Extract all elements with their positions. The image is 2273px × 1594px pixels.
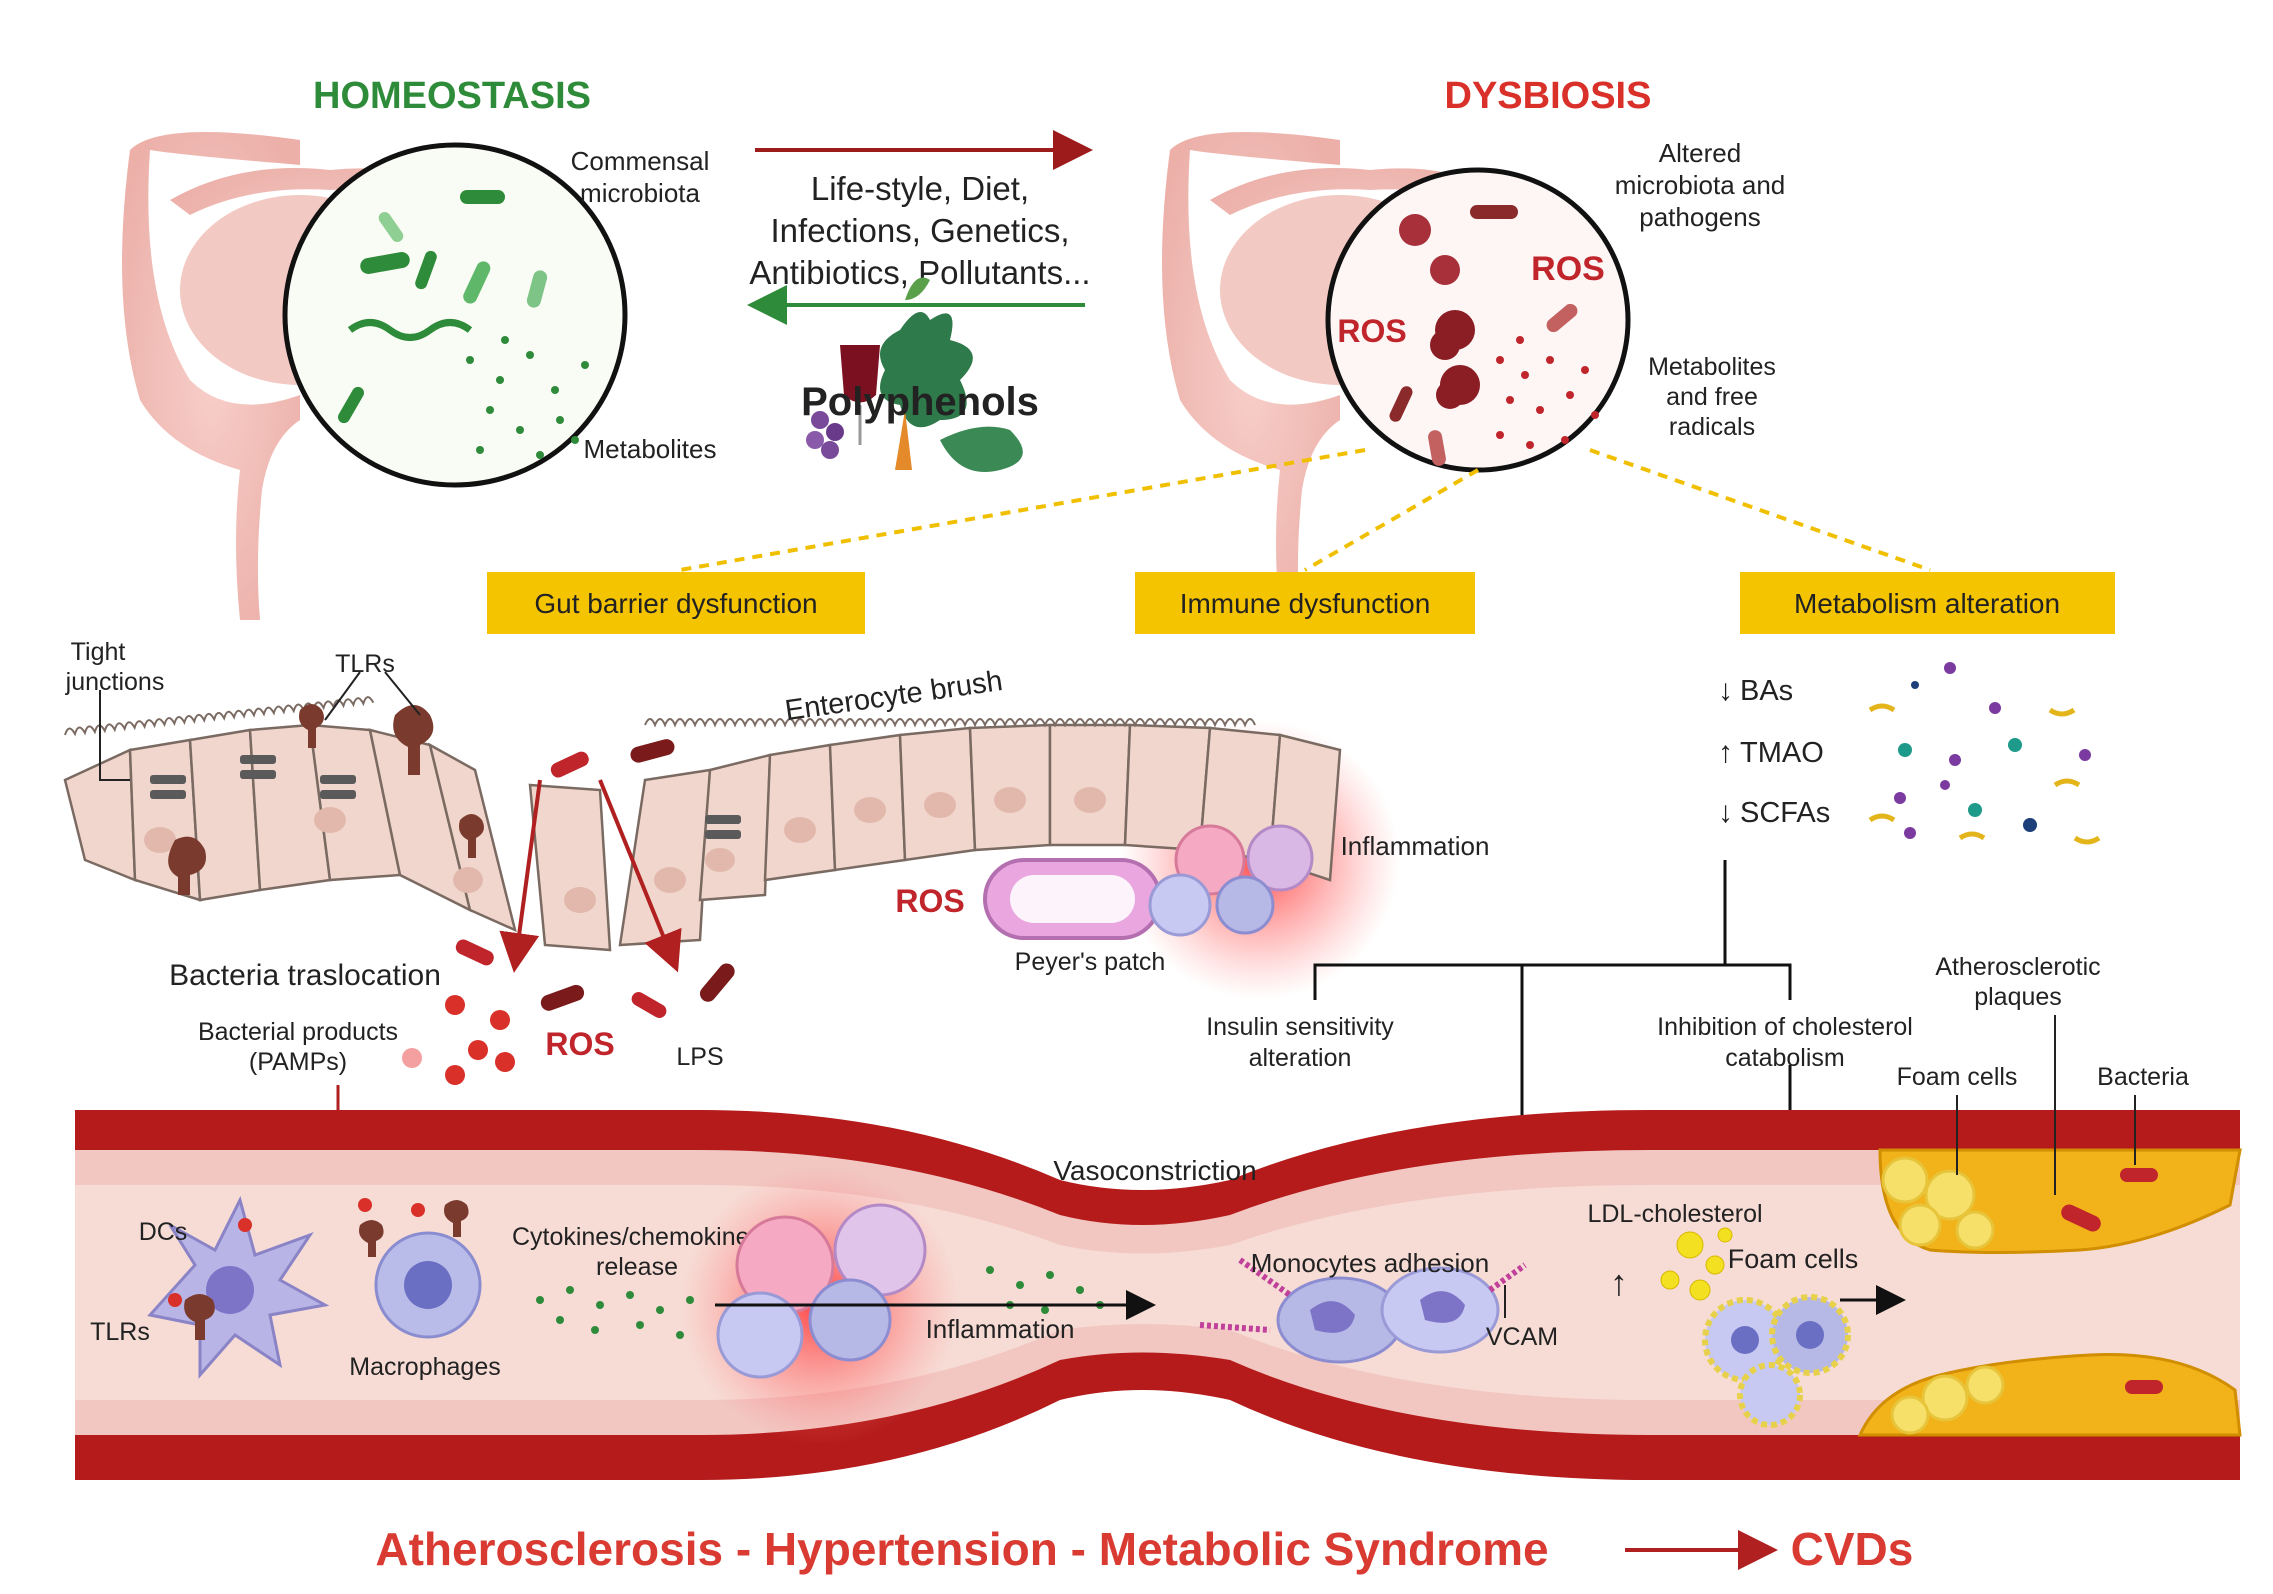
immune-label: Immune dysfunction: [1180, 588, 1431, 619]
gut-barrier-box: [487, 572, 865, 634]
vcam-molecules: [1199, 1257, 1527, 1333]
foam-cells-label: Foam cells: [1728, 1244, 1859, 1274]
pathogens-icon: [1389, 205, 1578, 466]
tlr-pointer-1: [324, 671, 361, 721]
monocytes-icon: [1276, 1266, 1500, 1364]
homeostasis-magnifier: [282, 142, 628, 488]
plaque-foam-cells: [1881, 1156, 2005, 1435]
commensal-label-1: Commensal: [571, 146, 710, 176]
translocating-bacteria-icons: [455, 739, 735, 1018]
translocation-arrow-2: [598, 779, 682, 973]
immune-box: [1135, 572, 1475, 634]
insulin-label-2: alteration: [1249, 1044, 1352, 1072]
foam-cells-icon: [1702, 1294, 1851, 1428]
inflammation-gut-label: Inflammation: [1341, 831, 1490, 861]
ldl-label: LDL-cholesterol: [1587, 1200, 1762, 1228]
tight-junction-icons: [150, 755, 741, 839]
metabolites-left-label: Metabolites: [584, 434, 717, 464]
metabolites-dots-left: [466, 336, 589, 459]
macrophage-icon: [374, 1231, 482, 1339]
scfas-arrow-icon: ↓: [1718, 796, 1733, 829]
plaque-bacteria-1: [2061, 1204, 2101, 1232]
monocytes-label: Monocytes adhesion: [1251, 1248, 1489, 1278]
plaques-label-2: plaques: [1974, 983, 2062, 1011]
cholesterol-label-1: Inhibition of cholesterol: [1657, 1013, 1913, 1041]
vasoconstriction-label: Vasoconstriction: [1053, 1155, 1256, 1186]
factors-line-2: Infections, Genetics,: [771, 212, 1070, 249]
tlrs-vessel-label: TLRs: [90, 1318, 150, 1346]
plaques-label-1: Atherosclerotic: [1935, 953, 2100, 981]
gut-barrier-label: Gut barrier dysfunction: [534, 588, 817, 619]
bacterial-products-label-1: Bacterial products: [198, 1018, 398, 1046]
microvilli-brush: [64, 696, 1256, 737]
bas-arrow-icon: ↓: [1718, 674, 1733, 707]
tmao-label: TMAO: [1740, 737, 1824, 769]
tlrs-label-gut: TLRs: [335, 650, 395, 678]
tlr-pointer-2: [384, 671, 421, 716]
scfas-label: SCFAs: [1740, 797, 1830, 829]
ros-label-gut-1: ROS: [1531, 250, 1605, 288]
ldl-particles: [1660, 1227, 1733, 1301]
lps-label: LPS: [676, 1043, 723, 1071]
ros-label-gut-2: ROS: [1337, 313, 1406, 349]
dendritic-cell-icon: [147, 1195, 330, 1379]
radicals-label-3: radicals: [1669, 413, 1755, 441]
bacteria-translocation-label: Bacteria traslocation: [169, 959, 441, 992]
polyphenols-label: Polyphenols: [801, 380, 1039, 424]
tmao-arrow-icon: ↑: [1718, 736, 1733, 769]
peyers-patch-label: Peyer's patch: [1015, 948, 1166, 976]
pamps-dots: [402, 995, 515, 1085]
enterocyte-brush-label: Enterocyte brush: [783, 665, 1005, 727]
tlr-receptor-icons: [168, 704, 484, 895]
bacterial-products-label-2: (PAMPs): [249, 1048, 347, 1076]
footer-conditions: Atherosclerosis - Hypertension - Metabol…: [375, 1523, 1548, 1575]
peyers-patch-inner: [1010, 875, 1135, 923]
ldl-up-arrow-icon: ↑: [1610, 1262, 1628, 1303]
plaque-bacteria-3: [2125, 1380, 2163, 1394]
macrophages-label: Macrophages: [349, 1353, 500, 1381]
vcam-label: VCAM: [1486, 1323, 1558, 1351]
commensal-label-2: microbiota: [580, 178, 700, 208]
metabolism-box: [1740, 572, 2115, 634]
bacteria-label: Bacteria: [2097, 1063, 2189, 1091]
tlr-vessel-icons: [184, 1200, 469, 1340]
commensal-bacteria-icon: [338, 190, 548, 424]
tj-pointer: [99, 690, 130, 781]
metabolism-label: Metabolism alteration: [1794, 588, 2060, 619]
tight-junctions-label-1: Tight: [71, 638, 126, 666]
free-radicals-dots: [1496, 336, 1599, 449]
foam-cells-top-label: Foam cells: [1897, 1063, 2018, 1091]
tight-junctions-label-2: junctions: [65, 668, 165, 696]
radicals-label-1: Metabolites: [1648, 353, 1776, 381]
altered-label-1: Altered: [1659, 138, 1741, 168]
nuclei: [144, 787, 1106, 913]
plaque-bacteria-2: [2120, 1168, 2158, 1182]
homeostasis-title: HOMEOSTASIS: [313, 75, 591, 117]
pamps-vessel-dots: [168, 1198, 425, 1307]
polyphenols-food-icon: [806, 277, 1023, 472]
factors-line-1: Life-style, Diet,: [811, 170, 1029, 207]
dashed-connectors: [679, 448, 1931, 572]
bas-label: BAs: [1740, 675, 1793, 707]
immune-cells-gut-icon: [1148, 824, 1314, 937]
cytokines-label-2: release: [596, 1253, 678, 1281]
dcs-label: DCs: [139, 1218, 188, 1246]
dysbiosis-title: DYSBIOSIS: [1445, 75, 1652, 117]
insulin-label-1: Insulin sensitivity: [1206, 1013, 1394, 1041]
translocation-arrow-1: [499, 779, 542, 973]
ros-label-peyer: ROS: [895, 883, 964, 919]
immune-cells-vessel-icon: [716, 1203, 927, 1379]
cholesterol-label-2: catabolism: [1725, 1044, 1845, 1072]
altered-label-2: microbiota and: [1615, 170, 1786, 200]
altered-label-3: pathogens: [1639, 202, 1760, 232]
cytokines-label-1: Cytokines/chemokines: [512, 1223, 762, 1251]
inflammation-vessel-label: Inflammation: [926, 1314, 1075, 1344]
cytokine-dots: [536, 1266, 1104, 1339]
radicals-label-2: and free: [1666, 383, 1758, 411]
footer-outcome: CVDs: [1791, 1523, 1914, 1575]
ros-label-translocation: ROS: [545, 1026, 614, 1062]
metabolite-particles: [1868, 662, 2101, 845]
